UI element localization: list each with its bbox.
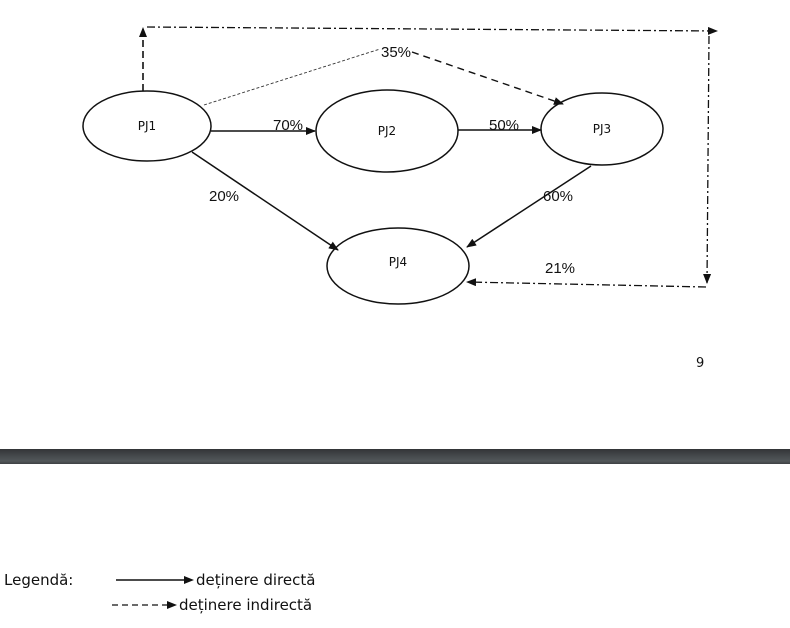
- page-separator: [0, 449, 790, 464]
- node-label: PJ3: [593, 122, 611, 136]
- legend-label: deținere indirectă: [179, 596, 313, 614]
- node-pj1: PJ1: [82, 90, 212, 162]
- page-number: 9: [696, 356, 705, 371]
- edge-pj1-pj4: [191, 151, 339, 251]
- edge-label-pj2-pj3: 50%: [489, 117, 519, 134]
- edge-pj3-pj4: [466, 165, 592, 248]
- edge-pj1-pj3-indirect: [203, 48, 564, 106]
- node-pj4: PJ4: [326, 227, 470, 305]
- legend-label: deținere directă: [196, 571, 316, 589]
- node-pj3: PJ3: [540, 92, 664, 166]
- edge-label-pj3-pj4: 60%: [543, 188, 573, 205]
- edge-pj1-pj4-indirect: [139, 26, 718, 288]
- legend-title: Legendă:: [4, 571, 74, 589]
- edge-label-pj1-pj4-indirect: 21%: [545, 260, 575, 277]
- edge-label-pj1-pj4: 20%: [209, 188, 239, 205]
- ownership-diagram: PJ1 PJ2 PJ3 PJ4 70% 50% 20% 60% 35% 21%: [82, 26, 718, 305]
- node-label: PJ4: [389, 255, 407, 269]
- legend-item-indirect: deținere indirectă: [111, 596, 312, 614]
- node-pj2: PJ2: [315, 89, 459, 173]
- node-label: PJ2: [378, 124, 396, 138]
- dashed-arrow-icon: [112, 601, 177, 609]
- edge-label-pj1-pj3: 35%: [381, 44, 411, 61]
- node-label: PJ1: [138, 119, 156, 133]
- edge-label-pj1-pj2: 70%: [273, 117, 303, 134]
- legend-item-direct: deținere directă: [116, 571, 315, 589]
- solid-arrow-icon: [116, 576, 194, 584]
